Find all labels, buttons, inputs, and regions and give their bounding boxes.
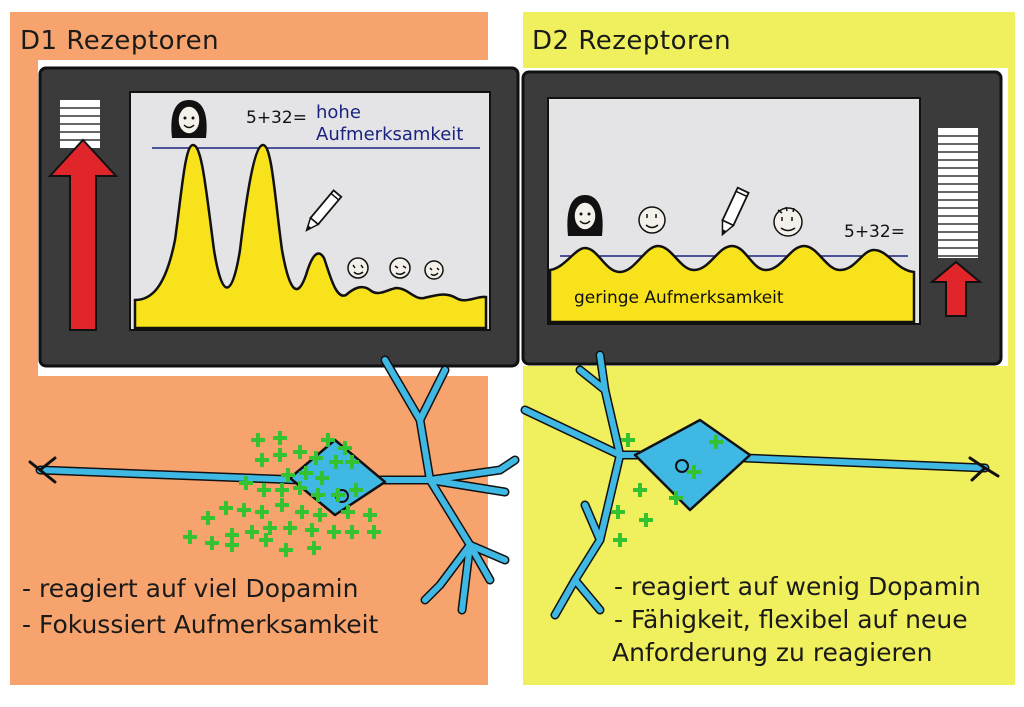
dopamine-plus-icon <box>349 483 363 497</box>
dopamine-plus-icon <box>263 521 277 535</box>
boy-face-icon <box>347 257 444 280</box>
dopamine-plus-icon <box>687 465 701 479</box>
dopamine-plus-icon <box>305 523 319 537</box>
dopamine-plus-icon <box>201 511 215 525</box>
dopamine-plus-icon <box>281 468 295 482</box>
d2-dopamine-cluster <box>611 433 723 547</box>
dopamine-plus-icon <box>345 455 359 469</box>
d1-arrow-up-icon <box>47 138 119 331</box>
dopamine-plus-icon <box>329 455 343 469</box>
d1-bullet-1: - reagiert auf viel Dopamin <box>22 574 359 603</box>
dopamine-plus-icon <box>621 433 635 447</box>
dopamine-plus-icon <box>338 441 352 455</box>
dopamine-plus-icon <box>345 525 359 539</box>
dopamine-plus-icon <box>311 488 325 502</box>
dopamine-plus-icon <box>273 431 287 445</box>
dopamine-plus-icon <box>255 505 269 519</box>
dopamine-plus-icon <box>363 508 377 522</box>
dopamine-plus-icon <box>275 498 289 512</box>
dopamine-plus-icon <box>367 525 381 539</box>
dopamine-plus-icon <box>259 533 273 547</box>
girl-face-icon <box>567 195 603 236</box>
dopamine-plus-icon <box>611 505 625 519</box>
dopamine-plus-icon <box>205 536 219 550</box>
d1-dopamine-cluster <box>183 431 381 557</box>
d2-attention-label: geringe Aufmerksamkeit <box>574 288 784 308</box>
dopamine-plus-icon <box>279 543 293 557</box>
dopamine-plus-icon <box>295 505 309 519</box>
d1-level-meter <box>60 100 100 148</box>
dopamine-plus-icon <box>219 501 233 515</box>
pencil-icon <box>721 186 750 237</box>
d1-attention-label-line1: hohe <box>316 102 361 123</box>
d2-bullet-1: - reagiert auf wenig Dopamin <box>614 572 981 601</box>
dopamine-plus-icon <box>321 433 335 447</box>
dopamine-plus-icon <box>257 483 271 497</box>
dopamine-plus-icon <box>273 448 287 462</box>
dopamine-plus-icon <box>225 538 239 552</box>
dopamine-plus-icon <box>237 503 251 517</box>
dopamine-plus-icon <box>183 530 197 544</box>
d2-title: D2 Rezeptoren <box>532 26 732 56</box>
d1-attention-label-line2: Aufmerksamkeit <box>316 124 464 145</box>
d1-bullet-2: - Fokussiert Aufmerksamkeit <box>22 610 379 639</box>
d1-title: D1 Rezeptoren <box>20 26 220 56</box>
d2-arrow-up-icon <box>929 260 983 317</box>
d1-attention-wave <box>133 143 488 330</box>
d1-monitor <box>38 60 520 376</box>
dopamine-plus-icon <box>293 481 307 495</box>
dopamine-plus-icon <box>307 541 321 555</box>
d2-level-meter <box>938 128 978 258</box>
dopamine-plus-icon <box>245 525 259 539</box>
dopamine-plus-icon <box>331 488 345 502</box>
d2-bullet-3: Anforderung zu reagieren <box>612 638 933 667</box>
dopamine-plus-icon <box>275 483 289 497</box>
dopamine-plus-icon <box>315 471 329 485</box>
dopamine-plus-icon <box>341 505 355 519</box>
dopamine-plus-icon <box>639 513 653 527</box>
dopamine-plus-icon <box>239 476 253 490</box>
pencil-icon <box>305 189 343 232</box>
dopamine-plus-icon <box>633 483 647 497</box>
dopamine-plus-icon <box>299 466 313 480</box>
dopamine-plus-icon <box>313 508 327 522</box>
dopamine-plus-icon <box>283 521 297 535</box>
dopamine-plus-icon <box>709 435 723 449</box>
dopamine-plus-icon <box>669 491 683 505</box>
d2-monitor <box>521 68 1008 366</box>
dopamine-plus-icon <box>327 525 341 539</box>
dopamine-plus-icon <box>613 533 627 547</box>
d1-formula: 5+32= <box>246 108 307 128</box>
girl-face-icon <box>171 100 207 138</box>
d2-formula: 5+32= <box>844 222 905 242</box>
dopamine-plus-icon <box>251 433 265 447</box>
dopamine-plus-icon <box>293 445 307 459</box>
dopamine-plus-icon <box>255 453 269 467</box>
d2-bullet-2: - Fähigkeit, flexibel auf neue <box>614 605 968 634</box>
dopamine-plus-icon <box>309 451 323 465</box>
boy-face-icon <box>638 206 803 237</box>
d2-attention-wave <box>548 244 916 324</box>
